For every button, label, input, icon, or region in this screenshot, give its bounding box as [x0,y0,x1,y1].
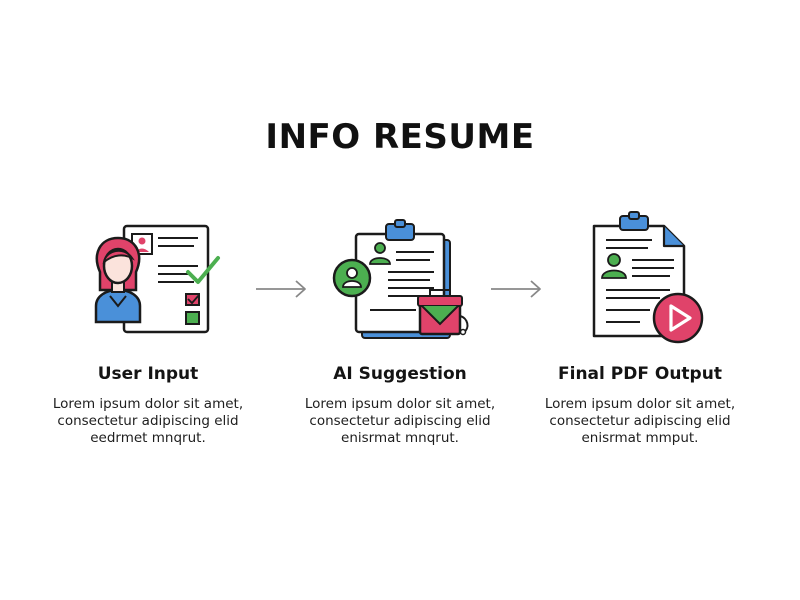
step-description-final-pdf-output: Lorem ipsum dolor sit amet, consectetur … [520,396,760,447]
description-line: enisrmat mnqrut. [341,430,459,446]
step-label-final-pdf-output: Final PDF Output [558,364,722,384]
step-label-user-input: User Input [97,364,199,384]
description-line: Lorem ipsum dolor sit amet, [304,396,496,412]
arrow-right-icon [254,276,310,302]
step-label-ai-suggestion: AI Suggestion [333,364,467,384]
description-line: Lorem ipsum dolor sit amet, [544,396,736,412]
description-line: consectetur adipiscing elid [549,413,731,429]
description-line: enisrmat mmput. [581,430,699,446]
person-resume-checklist-icon [48,210,248,350]
clipboard-ai-briefcase-icon [300,210,500,350]
description-line: Lorem ipsum dolor sit amet, [52,396,244,412]
step-description-user-input: Lorem ipsum dolor sit amet, consectetur … [28,396,268,447]
document-play-icon [540,210,740,350]
description-line: consectetur adipiscing elid [57,413,239,429]
arrow-right-icon [489,276,545,302]
page-title: INFO RESUME [265,117,535,157]
description-line: consectetur adipiscing elid [309,413,491,429]
description-line: eedrmet mnqrut. [90,430,206,446]
step-description-ai-suggestion: Lorem ipsum dolor sit amet, consectetur … [280,396,520,447]
